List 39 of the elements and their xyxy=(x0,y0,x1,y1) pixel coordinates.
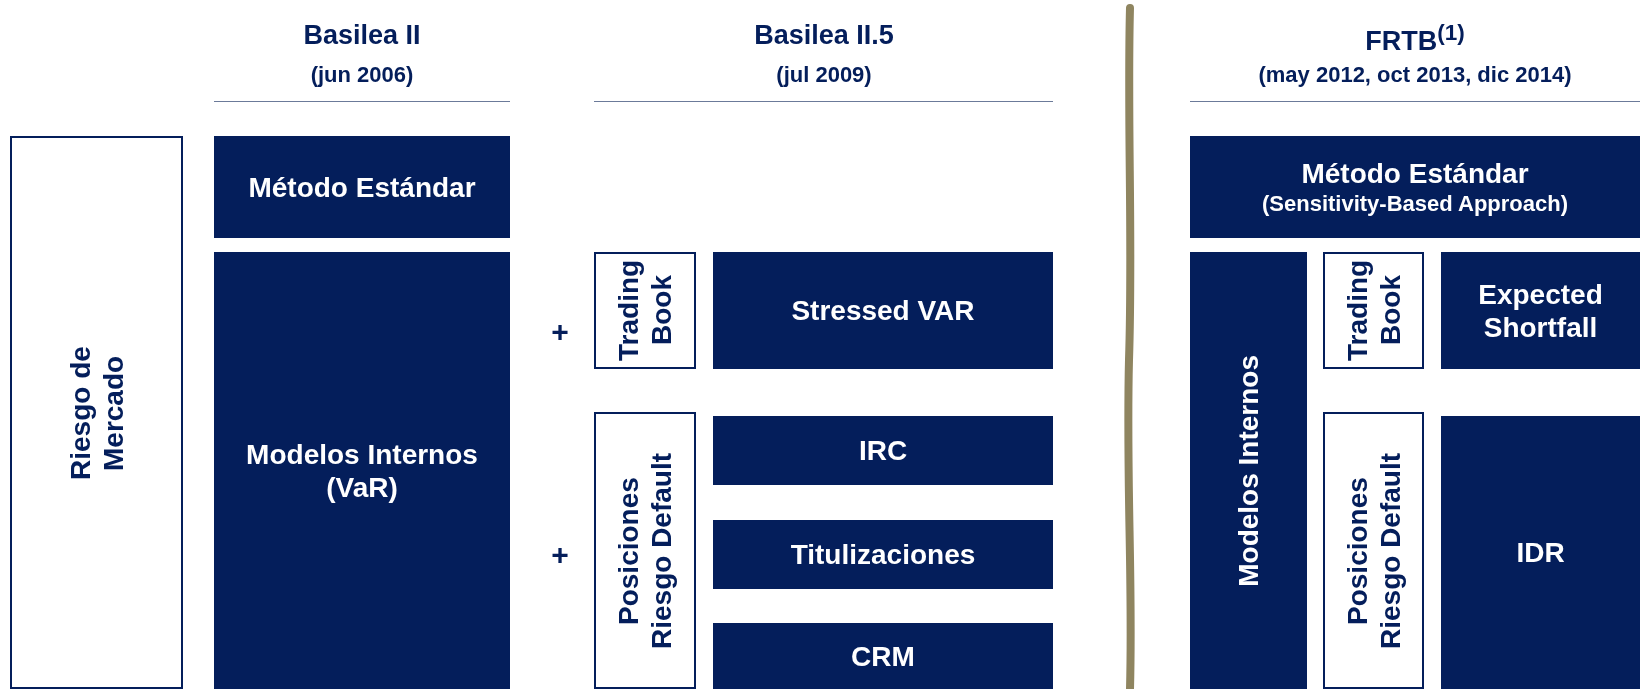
block-label: Método Estándar xyxy=(1301,156,1529,190)
category-block xyxy=(713,623,1053,689)
category-block xyxy=(713,416,1053,485)
category-block xyxy=(1441,252,1640,369)
column-heading: Basilea II xyxy=(303,20,421,50)
category-block xyxy=(1441,416,1640,689)
column-date: (jun 2006) xyxy=(310,62,414,87)
column-heading: FRTB$^{(1)}$ xyxy=(1365,26,1465,56)
category-block xyxy=(214,136,510,238)
column-date: (may 2012, oct 2013, dic 2014) xyxy=(1258,62,1572,87)
block-label: Modelos Internos xyxy=(1232,354,1265,587)
category-frame xyxy=(1323,252,1424,369)
category-frame xyxy=(1323,412,1424,689)
block-label: (Sensitivity-Based Approach) xyxy=(1262,189,1568,218)
category-frame xyxy=(594,412,696,689)
column-date: (jul 2009) xyxy=(776,62,872,87)
block-label: Trading Book xyxy=(1340,258,1407,364)
category-frame xyxy=(10,136,183,689)
block-label: Riesgo de Mercado xyxy=(63,344,130,482)
block-label: Titulizaciones xyxy=(790,538,976,571)
column-heading: Basilea II.5 xyxy=(754,20,894,50)
plus-sign: + xyxy=(551,538,569,571)
block-label: Posiciones Riesgo Default xyxy=(612,451,678,651)
block-label: Modelos Internos (VaR) xyxy=(245,437,479,504)
category-block xyxy=(1190,252,1307,689)
category-frame xyxy=(594,252,696,369)
block-label: Método Estándar xyxy=(248,170,476,204)
category-block xyxy=(713,252,1053,369)
block-label: CRM xyxy=(851,639,915,673)
category-block xyxy=(1190,136,1640,238)
block-label: Expected Shortfall xyxy=(1477,277,1604,344)
block-label: Stressed VAR xyxy=(791,294,975,327)
plus-sign: + xyxy=(551,315,569,348)
category-block xyxy=(214,252,510,689)
block-label: IRC xyxy=(858,434,908,467)
block-label: IDR xyxy=(1516,536,1565,569)
block-label: Trading Book xyxy=(612,258,678,364)
block-label: Posiciones Riesgo Default xyxy=(1340,451,1407,651)
category-block xyxy=(713,520,1053,589)
